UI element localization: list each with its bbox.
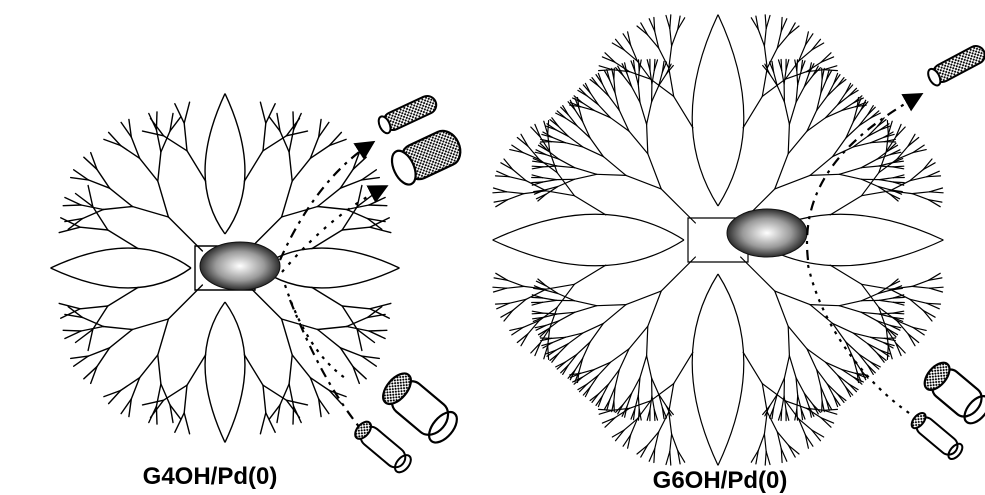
substrate-cylinder-icon [926,43,985,88]
panel-label-g4: G4OH/Pd(0) [143,463,278,490]
reaction-path-arrow-icon [807,95,920,415]
pd-nanoparticle-icon [200,242,280,290]
substrate-cylinder-icon [378,368,462,447]
substrate-cylinder-icon [387,126,466,188]
dendrimer-g6-icon [493,15,944,466]
panel-label-g6: G6OH/Pd(0) [653,467,788,494]
substrate-cylinder-icon [352,419,414,475]
pd-nanoparticle-icon [727,209,807,257]
substrate-cylinder-icon [909,410,965,461]
substrate-cylinder-icon [376,93,439,135]
